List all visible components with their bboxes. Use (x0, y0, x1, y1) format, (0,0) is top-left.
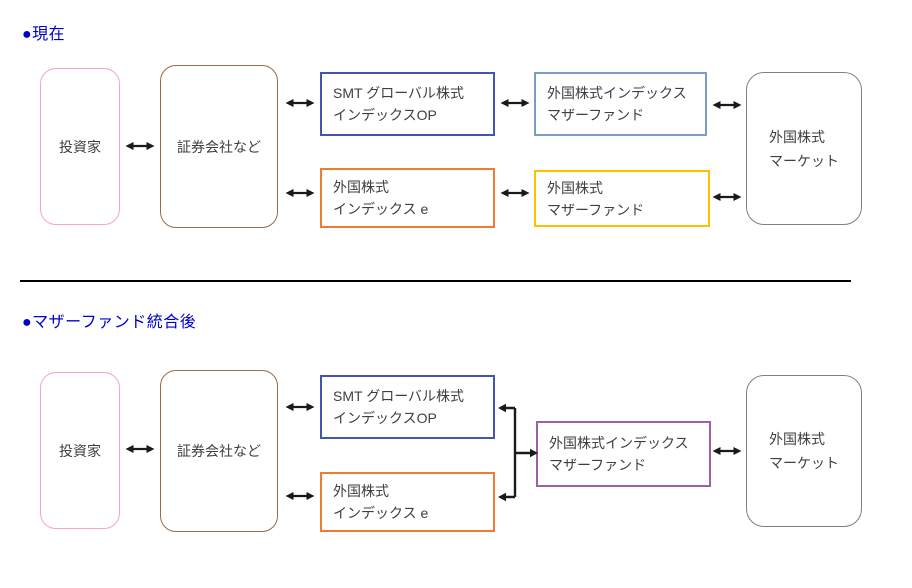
double-arrow-icon (285, 400, 315, 414)
double-arrow-icon (712, 190, 742, 204)
double-arrow-icon (712, 98, 742, 112)
node-label-line: インデックス e (333, 505, 429, 521)
node-label-line: 外国株式 (547, 179, 603, 196)
node-smt-global-index-op: SMT グローバル株式 インデックスOP (320, 72, 495, 136)
node-foreign-equity-market: 外国株式 マーケット (746, 375, 862, 527)
double-arrow-icon (500, 96, 530, 110)
node-broker-label: 証券会社など (177, 443, 261, 459)
double-arrow-icon (285, 489, 315, 503)
node-label-line: 外国株式インデックス (547, 85, 687, 101)
merge-bracket-connector (498, 403, 538, 502)
node-label-line: 外国株式 (333, 179, 389, 195)
node-label-line: マーケット (769, 152, 839, 169)
node-label-line: SMT グローバル株式 (333, 388, 465, 404)
node-foreign-equity-market: 外国株式 マーケット (746, 72, 862, 225)
node-broker: 証券会社など (160, 65, 278, 228)
node-label-line: 外国株式 (769, 128, 825, 145)
node-label-line: マザーファンド (547, 201, 645, 218)
node-label-line: 外国株式インデックス (549, 435, 689, 451)
node-investor-label: 投資家 (59, 138, 101, 155)
node-foreign-index-e: 外国株式 インデックス e (320, 472, 495, 532)
section-title-after: ●マザーファンド統合後 (22, 314, 197, 331)
double-arrow-icon (500, 186, 530, 200)
node-label-line: SMT グローバル株式 (333, 85, 465, 101)
double-arrow-icon (712, 444, 742, 458)
node-label-line: インデックスOP (333, 107, 437, 123)
node-label-line: マーケット (769, 455, 839, 471)
node-label-line: インデックスOP (333, 410, 437, 426)
section-divider (20, 280, 851, 282)
node-smt-global-index-op: SMT グローバル株式 インデックスOP (320, 375, 495, 439)
node-investor: 投資家 (40, 68, 120, 225)
section-title-current: ●現在 (22, 26, 66, 43)
node-foreign-index-e: 外国株式 インデックス e (320, 168, 495, 228)
node-broker: 証券会社など (160, 370, 278, 532)
double-arrow-icon (285, 96, 315, 110)
node-merged-index-mother-fund: 外国株式インデックス マザーファンド (536, 421, 711, 487)
node-label-line: 外国株式 (333, 483, 389, 499)
double-arrow-icon (125, 442, 155, 456)
node-label-line: マザーファンド (549, 457, 647, 473)
double-arrow-icon (125, 139, 155, 153)
node-investor-label: 投資家 (59, 442, 101, 459)
node-label-line: 外国株式 (769, 431, 825, 447)
double-arrow-icon (285, 186, 315, 200)
node-broker-label: 証券会社など (177, 138, 261, 155)
node-investor: 投資家 (40, 372, 120, 529)
node-label-line: インデックス e (333, 201, 429, 217)
node-label-line: マザーファンド (547, 107, 645, 123)
node-foreign-index-mother-fund: 外国株式インデックス マザーファンド (534, 72, 707, 136)
node-foreign-equity-mother-fund: 外国株式 マザーファンド (534, 170, 710, 227)
